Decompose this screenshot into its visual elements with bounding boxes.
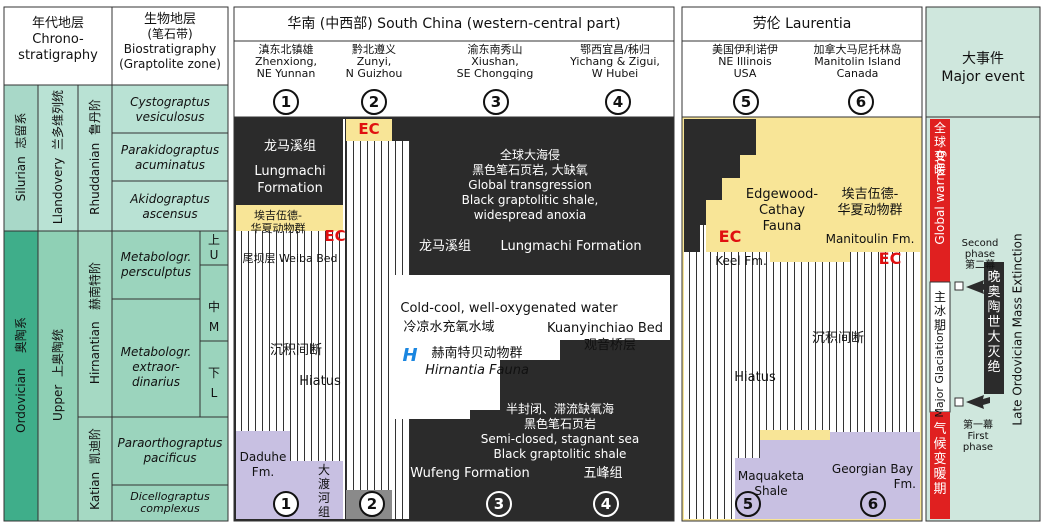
- daduhe-cn: 大渡河组: [317, 463, 330, 519]
- manitoulin-fm: Manitoulin Fm.: [825, 232, 915, 246]
- event-cn: 大事件: [962, 51, 1004, 67]
- hirnantian-stage-cell: [77, 230, 113, 418]
- chrono-header: 年代地层 Chrono- stratigraphy: [4, 16, 112, 64]
- locality-1-number: 1: [273, 89, 299, 115]
- locality-3-number: 3: [483, 89, 509, 115]
- rhuddanian-label: Rhuddanian 鲁丹阶: [88, 99, 102, 215]
- lungmachi-mid-cn: 龙马溪组: [418, 239, 471, 254]
- global-warming-bar: [930, 119, 950, 282]
- mass-extinction-bar: [984, 262, 1004, 394]
- locality-6-number: 6: [848, 89, 874, 115]
- event-en: Major event: [941, 69, 1025, 85]
- laurentia-ec-left: EC: [718, 227, 742, 246]
- mass-extinction-en: Late Ordovician Mass Extinction: [1010, 233, 1025, 426]
- silurian-system-cell: [3, 84, 39, 232]
- col3-bottom-number: 3: [486, 491, 512, 517]
- cold-water-en: Cold-cool, well-oxygenated water: [400, 301, 618, 316]
- chrono-cn: 年代地层: [31, 16, 84, 31]
- south-china-title: 华南 (中西部) South China (western-central pa…: [287, 16, 621, 32]
- mass-extinction-cn: 晚奥陶世大灭绝: [987, 270, 1001, 375]
- locality-4-number: 4: [605, 89, 631, 115]
- locality-5-number: 5: [733, 89, 759, 115]
- weiba-bed: 尾坝层 Weiba Bed: [242, 252, 338, 265]
- col2-bottom-number: 2: [359, 491, 385, 517]
- climate-warming-bar: [930, 412, 950, 519]
- col1-bottom-number: 1: [273, 491, 299, 517]
- lungmachi-mid-en: Lungmachi Formation: [500, 239, 642, 254]
- hirnantia-h: H: [402, 345, 418, 366]
- col6-bottom-number: 6: [860, 491, 886, 517]
- col5-bottom-number: 5: [735, 491, 761, 517]
- llandovery-label: Llandovery 兰多维列统: [51, 89, 65, 225]
- bio-header: 生物地层 (笔石带) Biostratigraphy (Graptolite z…: [112, 12, 228, 72]
- col1-hiatus: 沉积间断: [269, 343, 322, 358]
- hirnantian-label: Hirnantian 赫南特阶: [88, 261, 102, 385]
- laurentia-title: 劳伦 Laurentia: [752, 16, 852, 32]
- laurentia-hiatus-cn: 沉积间断: [811, 331, 864, 346]
- bio-cn1: 生物地层: [143, 12, 196, 27]
- silurian-label: Silurian 志留系: [14, 112, 28, 202]
- climate-warming-cn: 气候变暖期: [933, 422, 947, 497]
- col1-ec: EC: [324, 227, 346, 245]
- cold-water-cn: 冷凉水充氧水域: [403, 320, 495, 335]
- wufeng-cn: 五峰组: [583, 466, 623, 481]
- upper-series-cell: [37, 230, 79, 522]
- laurentia-hhf: 埃吉伍德-华夏动物群: [837, 187, 903, 218]
- col2-ec: EC: [358, 120, 380, 138]
- locality-2-number: 2: [361, 89, 387, 115]
- ordovician-label: Ordovician 奥陶系: [14, 317, 28, 433]
- event-header: 大事件 Major event: [926, 50, 1040, 86]
- upper-label: Upper 上奥陶统: [51, 329, 65, 421]
- semi-closed: 半封闭、滞流缺氧海黑色笔石页岩 Semi-closed, stagnant se…: [480, 402, 640, 461]
- zone-extraordinarius: Metabologr.extraor-dinarius: [120, 345, 192, 389]
- laurentia-hiatus-en: Hiatus: [734, 370, 776, 385]
- chrono-en2: stratigraphy: [18, 48, 98, 63]
- katian-label: Katian 凯迪阶: [88, 428, 102, 510]
- glaciation-en: Major Glaciation: [933, 328, 946, 418]
- keel-fm: Keel Fm.: [715, 254, 767, 268]
- bio-en2: (Graptolite zone): [119, 57, 221, 71]
- global-warming-cn: 全球变暖: [933, 121, 946, 177]
- katian-stage-cell: [77, 416, 113, 522]
- col1-hhf: 埃吉伍德-华夏动物群: [250, 209, 306, 235]
- zone-persculptus: Metabologr.persculptus: [120, 250, 192, 279]
- wufeng-en: Wufeng Formation: [410, 466, 530, 481]
- ordovician-system-cell: [3, 230, 39, 522]
- glaciation-cn: 主冰期: [933, 290, 946, 332]
- bio-cn2: (笔石带): [147, 27, 193, 41]
- col1-hiatus-en: Hiatus: [299, 374, 341, 389]
- col4-bottom-number: 4: [593, 491, 619, 517]
- laurentia-ec-right: EC: [878, 249, 902, 268]
- chrono-en1: Chrono-: [32, 32, 84, 47]
- bio-en1: Biostratigraphy: [123, 42, 217, 56]
